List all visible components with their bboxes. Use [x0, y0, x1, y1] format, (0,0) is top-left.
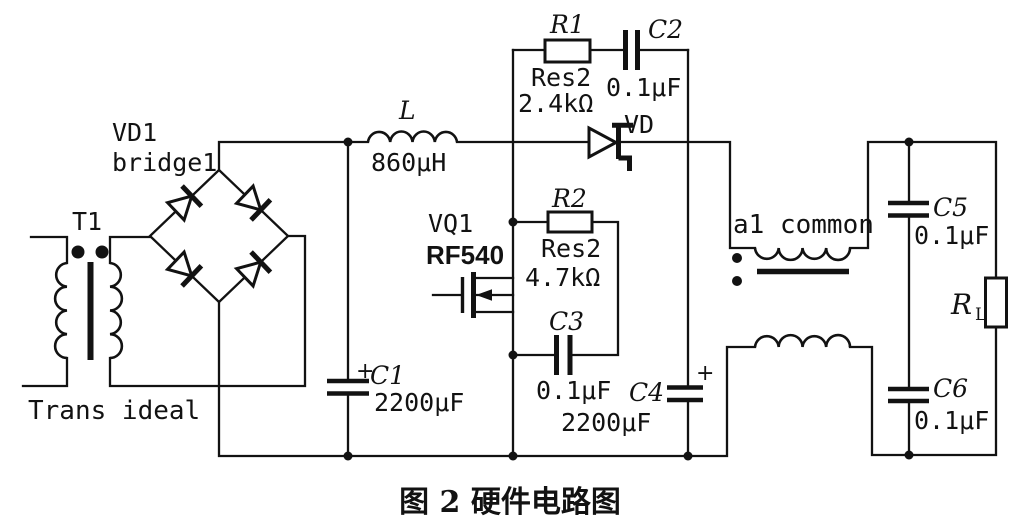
bridge-vd1 — [164, 183, 273, 289]
ac-input-bottom-lead — [21, 356, 69, 388]
label-c1-ref: C1 — [370, 361, 405, 390]
bridge-plus-rail — [217, 140, 370, 172]
label-c1-value: 2200μF — [374, 388, 464, 417]
diode-vd — [587, 122, 633, 171]
secondary-top-lead — [108, 235, 152, 265]
label-c4-polarity: + — [696, 361, 714, 386]
choke-to-load-top — [848, 140, 998, 280]
capacitor-c6 — [888, 386, 929, 404]
phase-dot — [95, 245, 109, 259]
label-t1-ref: T1 — [72, 207, 102, 236]
bridge-diode-top-right — [233, 183, 273, 222]
label-choke-ref: a1 common — [733, 210, 874, 240]
label-rl-ref: R — [950, 288, 972, 321]
top-rail-to-choke — [618, 140, 757, 250]
bridge-diode-top-left — [164, 184, 204, 223]
label-l-value: 860μH — [371, 148, 446, 177]
label-rl-sub: L — [975, 305, 986, 325]
label-c2-ref: C2 — [648, 15, 683, 44]
ground-rail-left — [217, 300, 757, 458]
label-c2-value: 0.1μF — [606, 73, 681, 102]
phase-dot — [732, 253, 742, 263]
capacitor-c5 — [888, 200, 929, 218]
secondary-winding — [109, 261, 124, 360]
label-r2-desc: Res2 — [541, 234, 601, 263]
label-vd1-ref: VD1 — [112, 118, 157, 147]
phase-dot — [71, 245, 85, 259]
mosfet-vq1 — [460, 272, 492, 318]
label-vd1-desc: bridge1 — [112, 148, 217, 177]
label-c5-ref: C5 — [933, 193, 968, 222]
label-c6-ref: C6 — [933, 374, 968, 403]
secondary-bottom-lead — [108, 234, 307, 388]
label-c3-value: 0.1μF — [536, 376, 611, 405]
inductor-l — [366, 130, 459, 143]
label-t1-desc: Trans ideal — [28, 396, 200, 426]
label-r1-value: 2.4kΩ — [518, 89, 593, 118]
junction-dots — [343, 137, 914, 461]
label-c4-value: 2200μF — [561, 408, 651, 437]
transformer-t1 — [53, 245, 124, 360]
capacitor-c3 — [554, 335, 573, 375]
bridge-diode-bottom-right — [233, 250, 273, 289]
label-r2-ref: R2 — [551, 184, 587, 213]
capacitor-c4 — [667, 385, 703, 403]
body-arrow — [476, 289, 492, 301]
label-c3-ref: C3 — [549, 307, 584, 336]
capacitor-c1 — [327, 378, 369, 396]
choke-top-winding — [753, 247, 852, 262]
wires — [21, 48, 998, 459]
label-r2-value: 4.7kΩ — [525, 263, 600, 292]
bridge-diode-bottom-left — [164, 249, 204, 288]
label-c1-polarity: + — [356, 359, 374, 384]
r2-c3-loop — [511, 220, 620, 357]
phase-dot — [732, 276, 742, 286]
bridge-diamond — [148, 168, 290, 304]
figure-caption: 图 2 硬件电路图 — [399, 485, 621, 520]
label-c5-value: 0.1μF — [914, 221, 989, 250]
resistor-rl — [984, 276, 1008, 329]
resistor-r1 — [543, 38, 592, 64]
primary-winding — [53, 261, 68, 360]
label-l-ref: L — [398, 96, 416, 125]
load-bottom-to-choke — [848, 325, 998, 457]
choke-bottom-winding — [753, 333, 852, 348]
capacitor-c2 — [623, 30, 640, 70]
label-c4-ref: C4 — [629, 378, 664, 407]
label-r1-desc: Res2 — [531, 63, 591, 92]
resistor-r2 — [546, 210, 594, 234]
choke-a1-common — [732, 247, 852, 348]
ac-input-top-lead — [29, 235, 69, 265]
label-vq1-ref: VQ1 — [428, 209, 473, 238]
label-r1-ref: R1 — [549, 10, 585, 39]
label-vd-ref: VD — [624, 110, 654, 139]
label-vq1-desc: RF540 — [426, 240, 504, 270]
label-c6-value: 0.1μF — [914, 406, 989, 435]
